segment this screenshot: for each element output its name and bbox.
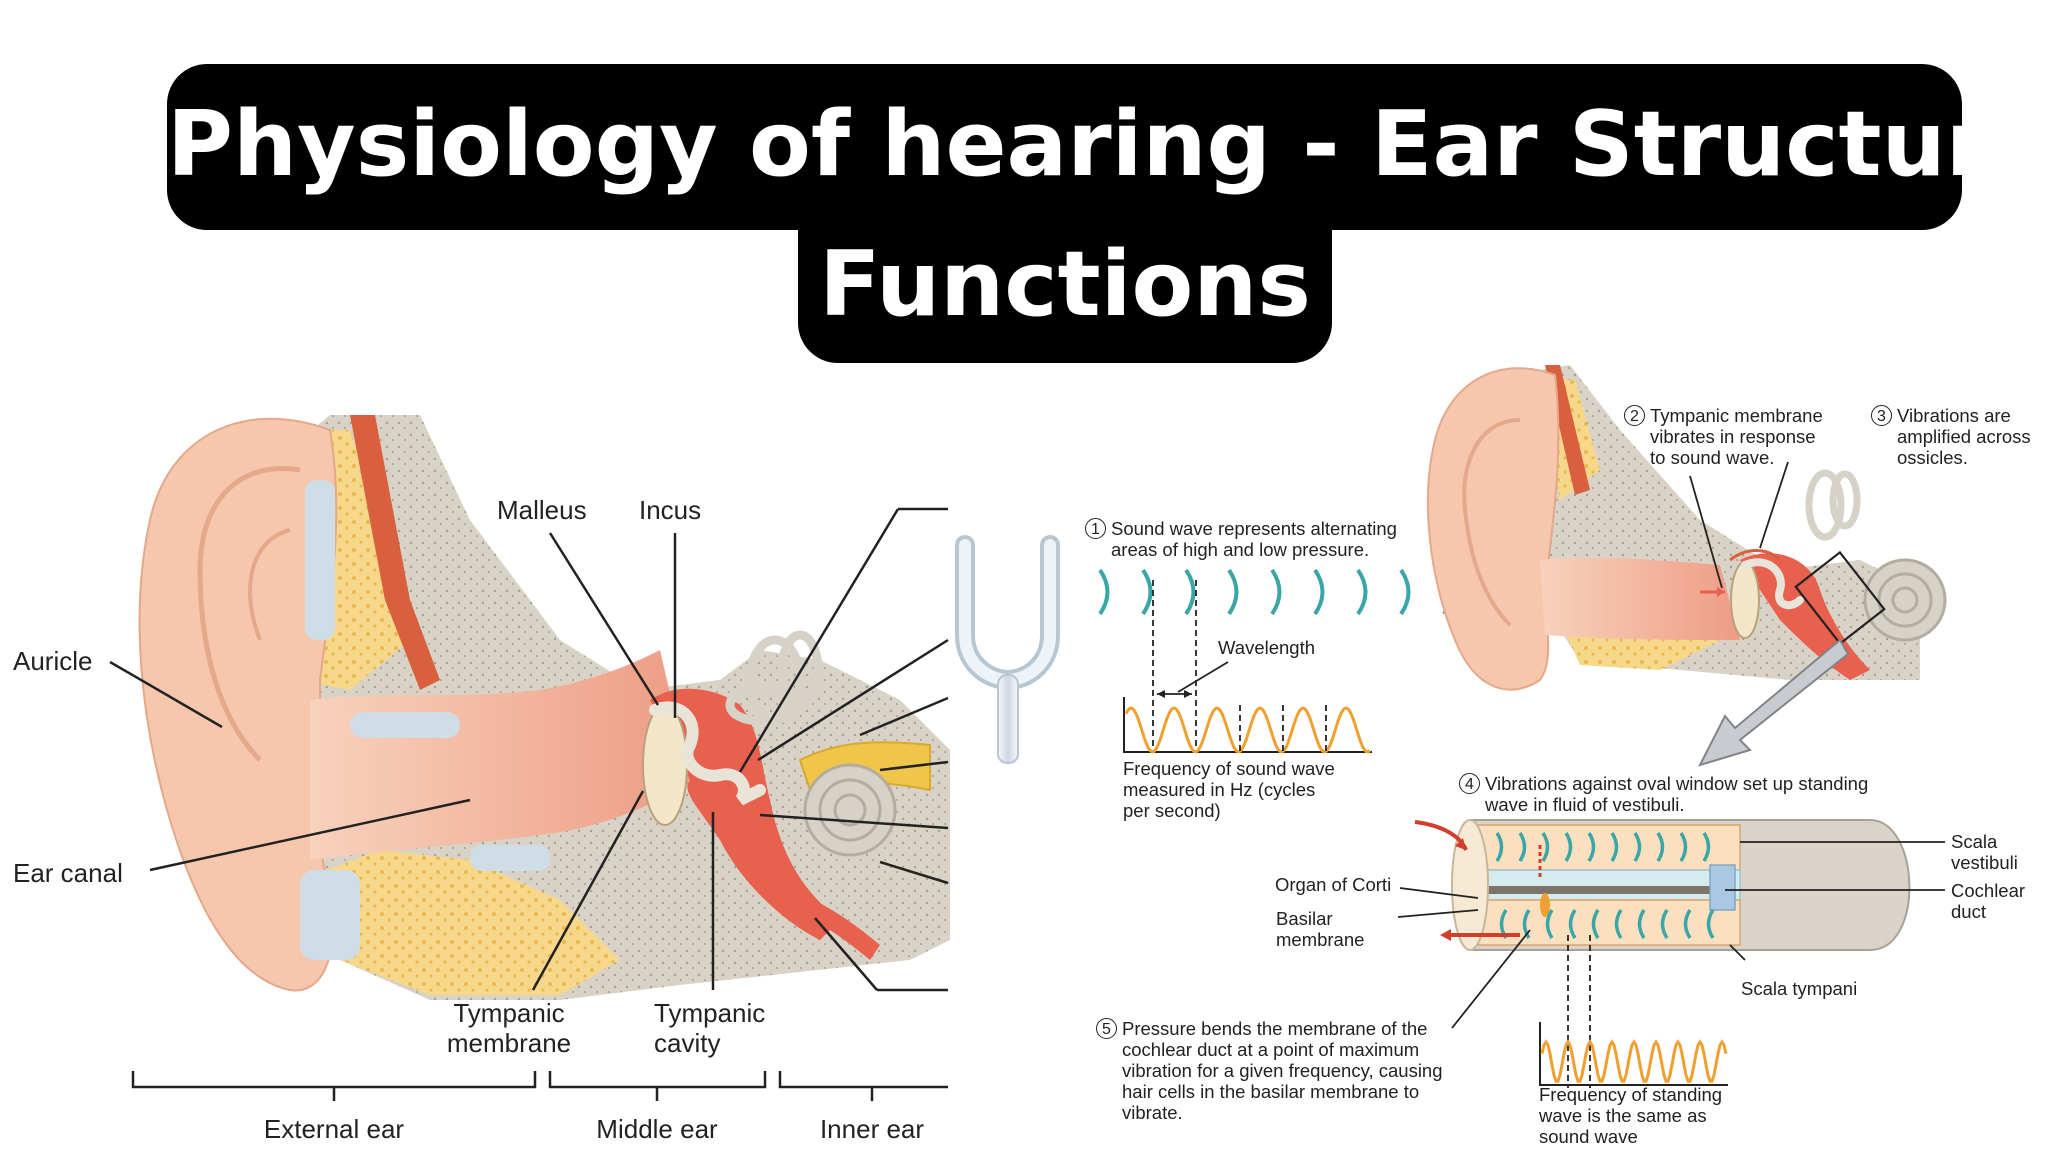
tympani-wave-arc [1683,909,1692,939]
label-external-ear: External ear [263,1114,405,1144]
label-cochlear-duct: Cochlear duct [1951,880,2026,922]
tympani-wave-arc [1660,909,1669,939]
step-1-text: Sound wave represents alternating areas … [1111,518,1397,560]
tympani-wave-arc [1706,909,1715,939]
label-tympanic-cavity: Tympanic cavity [654,998,766,1058]
vestibuli-wave-arc [1679,832,1688,862]
vestibuli-wave-arc [1702,832,1711,862]
tympanic-cavity-shape [650,688,840,940]
tympani-wave-arc [1568,909,1577,939]
auricle-fold-2 [248,528,291,641]
vestibuli-wave-arc [1656,832,1665,862]
step-5-number: 5 [1096,1018,1117,1039]
right-ear-illustration [1426,365,1947,767]
step-5-text: Pressure bends the membrane of the cochl… [1122,1018,1443,1123]
fat-tissue-lower [300,850,620,995]
ear-canal-shape [310,650,690,860]
tuning-fork [955,535,1060,764]
page-title-line-2: Functions [798,230,1332,363]
label-incus: Incus [639,495,702,525]
vestibuli-wave-arc [1495,832,1504,862]
cartilage-4 [470,845,550,871]
left-pointer-lines [109,507,949,992]
wave-arc [1356,568,1368,616]
sound-wave-graph [1123,580,1372,754]
tympani-wave-arc [1637,909,1646,939]
label-auricle: Auricle [13,646,93,676]
eustachian-tube [780,890,880,960]
vestibuli-wave-arc [1610,832,1619,862]
wave-arc [1141,568,1153,616]
cartilage-2 [350,712,460,738]
ossicles-shape [649,701,766,806]
page-title-line-1: Physiology of hearing - Ear Structure, [167,64,2048,230]
section-brackets [131,1071,948,1101]
vestibuli-wave-arc [1541,832,1550,862]
step-4-number: 4 [1459,773,1480,794]
wave-arc [1399,568,1411,616]
auricle-shape [138,417,338,992]
step-4-text: Vibrations against oval window set up st… [1485,773,1869,815]
left-ear-illustration [109,415,950,1101]
vestibuli-wave-arc [1564,832,1573,862]
label-scala-vestibuli: Scala vestibuli [1951,831,2018,873]
vestibuli-wave-arc [1633,832,1642,862]
wave-arc [1313,568,1325,616]
step-3-text: Vibrations are amplified across ossicles… [1897,405,2031,468]
tympani-wave-arc [1545,909,1554,939]
eardrum-shape [642,704,688,826]
label-wavelength: Wavelength [1218,637,1316,658]
vestibuli-wave-arc [1518,832,1527,862]
label-organ-of-corti: Organ of Corti [1275,874,1392,895]
label-basilar-membrane: Basilar membrane [1276,908,1365,950]
step-1-number: 1 [1085,518,1106,539]
muscle-band [350,415,440,690]
cochlea-cross-section [1397,819,1945,1088]
step-2-number: 2 [1624,405,1645,426]
label-middle-ear: Middle ear [596,1114,718,1144]
cartilage-1 [305,480,335,640]
label-malleus: Malleus [497,495,587,525]
label-scala-tympani: Scala tympani [1741,978,1858,999]
semicircular-canals [725,630,823,726]
wave-arc [1098,568,1110,616]
vestibuli-wave-arc [1587,832,1596,862]
label-tympanic-membrane: Tympanic membrane [446,998,572,1058]
cochlea-shape [803,763,897,857]
label-frequency-standing: Frequency of standing wave is the same a… [1539,1084,1723,1147]
label-inner-ear: Inner ear [819,1114,925,1144]
wave-arc [1270,568,1282,616]
wave-arc [1184,568,1196,616]
label-ear-canal: Ear canal [13,858,123,888]
tympani-wave-arc [1522,909,1531,939]
step-2-text: Tympanic membrane vibrates in response t… [1650,405,1823,468]
tympani-wave-arc [1591,909,1600,939]
label-frequency-sound: Frequency of sound wave measured in Hz (… [1123,758,1335,821]
auricle-fold [197,466,301,762]
tympani-wave-arc [1614,909,1623,939]
step-3-number: 3 [1871,405,1892,426]
wave-arc [1227,568,1239,616]
cartilage-3 [300,870,360,960]
